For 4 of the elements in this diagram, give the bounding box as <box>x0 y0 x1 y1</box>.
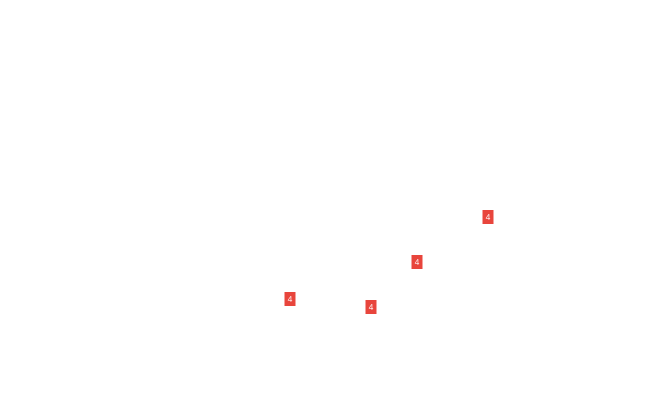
number-badge: 4 <box>284 292 296 306</box>
number-badge: 4 <box>366 300 376 314</box>
number-badge: 4 <box>482 210 494 224</box>
number-badge: 4 <box>412 255 422 269</box>
